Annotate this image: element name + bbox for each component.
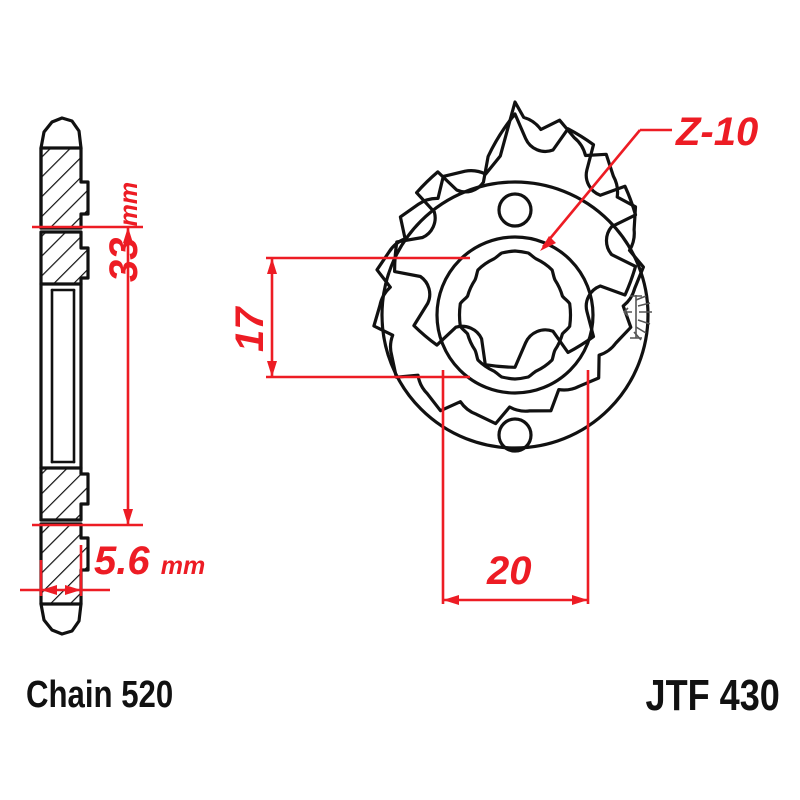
dimension-5-6mm: [20, 545, 110, 596]
dimension-label-17: 17: [228, 307, 272, 353]
bolt-hole-bottom: [497, 417, 533, 453]
splined-bore: [457, 249, 573, 381]
sprocket-body-circle: [380, 180, 650, 450]
side-view-lower-flange-section: [39, 466, 90, 522]
side-view-bottom-tooth: [39, 522, 90, 636]
dimension-17: [266, 256, 470, 379]
footer-chain-label: Chain 520: [26, 674, 174, 716]
sprocket-tooth-profile: [393, 112, 638, 369]
bolt-hole-top: [497, 192, 533, 228]
dimension-33mm: [32, 225, 143, 527]
side-view-lower-flange: [39, 466, 90, 522]
side-view-upper-flange: [39, 230, 90, 286]
dim-33-arrow-top: [123, 227, 133, 243]
front-view-sprocket: [372, 100, 652, 453]
footer-part-code: JTF 430: [645, 671, 780, 720]
dim-56-arrow-right: [65, 585, 81, 595]
dim-33-arrow-bottom: [123, 509, 133, 525]
dim-20-arrow-left: [443, 595, 459, 605]
surface-finish-symbol: [623, 295, 652, 341]
sprocket-hub-circle: [435, 235, 595, 395]
dim-56-value: 5.6: [94, 539, 150, 583]
callout-label-z10: Z-10: [676, 110, 759, 154]
side-view-upper-flange-section: [39, 230, 90, 286]
side-view-top-tooth: [39, 116, 90, 230]
side-section-view: [20, 116, 143, 636]
side-view-web: [39, 282, 83, 470]
dim-20-arrow-right: [572, 595, 588, 605]
dimension-label-20: 20: [487, 549, 532, 593]
dimension-20: [441, 370, 590, 605]
dimension-label-33mm: 33 mm: [102, 181, 146, 283]
sprocket-teeth-outline: [372, 100, 645, 426]
dim-56-unit: mm: [160, 552, 206, 580]
dim-17-arrow-bottom: [267, 361, 277, 377]
dim-33-value: 33: [102, 237, 146, 283]
z10-leader-arrow: [540, 236, 556, 251]
dim-56-arrow-left: [41, 585, 57, 595]
z10-leader-diagonal: [541, 129, 642, 248]
callout-z10-leader: [540, 128, 672, 251]
dim-17-arrow-top: [267, 258, 277, 274]
dim-33-unit: mm: [115, 181, 143, 227]
side-view-top-tooth-section: [39, 146, 90, 230]
dimension-label-5-6mm: 5.6 mm: [94, 541, 205, 581]
side-view-bottom-tooth-section: [39, 522, 90, 606]
